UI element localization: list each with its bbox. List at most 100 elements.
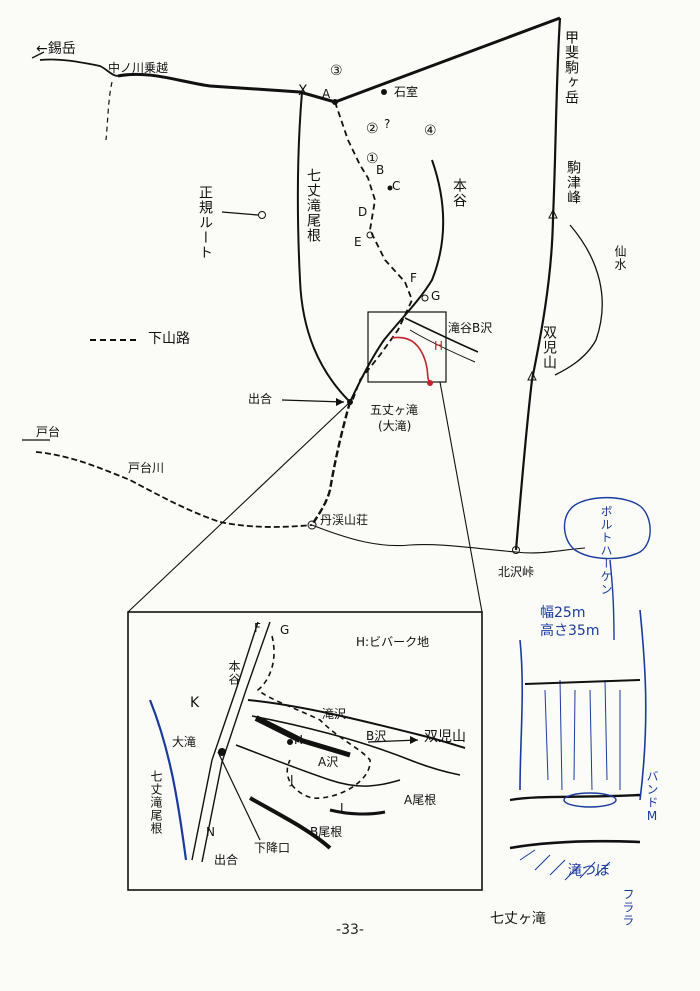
inset-descent-route: [256, 635, 371, 799]
inset-frame-small: [367, 311, 447, 383]
valley-route: [310, 401, 352, 526]
komatsu-triangle: [548, 208, 558, 219]
inset-fall-line: [217, 751, 261, 841]
inset-label-J: J: [290, 773, 294, 787]
inset-a-ridge-thick: [254, 715, 302, 743]
label-komatsu-toge: 駒津峰: [565, 160, 581, 205]
deai-arrowhead: [336, 398, 344, 406]
inset-futago-arrow: [367, 739, 419, 743]
point-label-c1: ①: [366, 151, 379, 167]
deai-marker: [347, 399, 353, 405]
inset-label-takisawa: 滝沢: [322, 707, 347, 721]
inset-b-sawa: [251, 715, 461, 776]
point-label-C: C: [392, 179, 401, 193]
honkoku-valley: [349, 159, 445, 403]
falls-label-band: バンドM: [645, 770, 659, 824]
point-G: [421, 294, 429, 302]
inset-honkoku-1: [191, 621, 259, 861]
falls-mid-band: [509, 793, 641, 802]
ishimuro-marker: [381, 89, 387, 95]
amiyoshi-marker: [307, 520, 317, 530]
inset-takisawa: [247, 699, 466, 749]
inset-map-frame: [127, 611, 483, 891]
inset-label-I: I: [340, 801, 344, 815]
label-todai: 戸台: [36, 425, 61, 439]
inset-label-G: G: [280, 623, 290, 637]
falls-bubble: [563, 496, 651, 560]
label-seiki-route: 正規ルート: [197, 185, 213, 260]
point-label-c2: ②: [366, 121, 379, 137]
falls-label-basin: 滝つぼ: [568, 863, 610, 879]
point-C: [387, 185, 393, 191]
inset-h-marker: [287, 739, 293, 745]
label-daitaki: 五丈ヶ滝: [370, 403, 419, 417]
inset-b-ridge: [249, 796, 332, 850]
inset-label-K: K: [190, 695, 200, 711]
point-label-B: B: [376, 163, 385, 177]
point-label-c3: ③: [330, 63, 343, 79]
inset-label-nanajo: 七丈滝尾根: [149, 770, 163, 835]
nakanogawa-spur: [105, 81, 113, 141]
inset-daitaki-marker: [218, 748, 226, 756]
east-ridge-line: [514, 17, 562, 551]
falls-hatching: [519, 849, 611, 881]
inset-a-sawa: [235, 744, 401, 787]
inset-honkoku-2: [201, 621, 271, 863]
label-honkoku: 本谷: [451, 178, 467, 208]
bivouac-route: [391, 336, 433, 384]
seiki-marker: [258, 211, 266, 219]
point-label-question: ?: [384, 117, 391, 131]
inset-label-deai: 出合: [214, 853, 239, 867]
label-deai: 出合: [248, 392, 273, 406]
inset-label-b-ridge: B尾根: [310, 825, 343, 839]
inset-label-a-ridge: A尾根: [404, 793, 437, 807]
label-ishimuro: 石室: [394, 85, 419, 99]
label-kaikomagatake: 甲斐駒ヶ岳: [563, 30, 579, 105]
label-nakanogawa-pass: 中ノ川乗越: [108, 61, 169, 75]
label-nanajo-one: 七丈滝尾根: [305, 168, 321, 243]
point-label-H: H: [434, 339, 444, 353]
point-label-D: D: [358, 205, 368, 219]
inset-label-H: H: [294, 733, 304, 747]
point-label-X: X: [298, 83, 308, 99]
point-label-E: E: [354, 235, 362, 249]
falls-bubble-tail: [609, 559, 615, 641]
left-ridge-to-kanayama: [39, 58, 119, 77]
label-kitazawa-toge: 北沢峠: [498, 565, 535, 579]
main-ridge-line: [117, 16, 561, 104]
point-label-A: A: [322, 87, 331, 101]
point-label-G: G: [431, 289, 441, 303]
point-E: [366, 231, 374, 239]
point-A: [332, 99, 338, 105]
label-todai-river: 戸台川: [128, 461, 165, 475]
deai-arrow: [281, 399, 345, 403]
inset-label-N: N: [206, 825, 215, 839]
inset-futago-arrowhead: [410, 736, 418, 744]
label-daitaki-sub: (大滝): [378, 419, 412, 433]
falls-label-width: 幅25m: [540, 605, 586, 621]
inset-a-ridge: [299, 737, 351, 758]
falls-bottom-band: [509, 839, 641, 850]
falls-basin: [563, 792, 617, 808]
falls-label-bolt: ボルトハーケン: [599, 505, 613, 596]
descent-route: [334, 101, 413, 403]
inset-label-honkoku: 本谷: [227, 660, 241, 686]
inset-label-daitaki: 大滝: [172, 735, 197, 749]
falls-top-band: [524, 679, 641, 685]
seiki-arrow: [221, 211, 259, 216]
projection-line-right: [439, 381, 483, 613]
falls-label-name: 七丈ヶ滝: [490, 911, 546, 927]
falls-outline: [519, 609, 647, 801]
point-H: [427, 380, 433, 386]
inset-label-shimokoguchi: 下降口: [254, 841, 291, 855]
projection-line-left: [127, 401, 351, 613]
label-senjo: 仙水: [613, 245, 627, 271]
todai-river-route: [35, 451, 313, 528]
seiki-route-line: [296, 91, 351, 403]
inset-nanajo-ridge: [148, 699, 188, 861]
label-descent-legend: 下山路: [148, 331, 190, 347]
inset-label-F: F: [254, 621, 261, 635]
label-amiyoshi: 丹渓山荘: [320, 513, 369, 527]
takitani-sawa-2: [409, 329, 476, 363]
